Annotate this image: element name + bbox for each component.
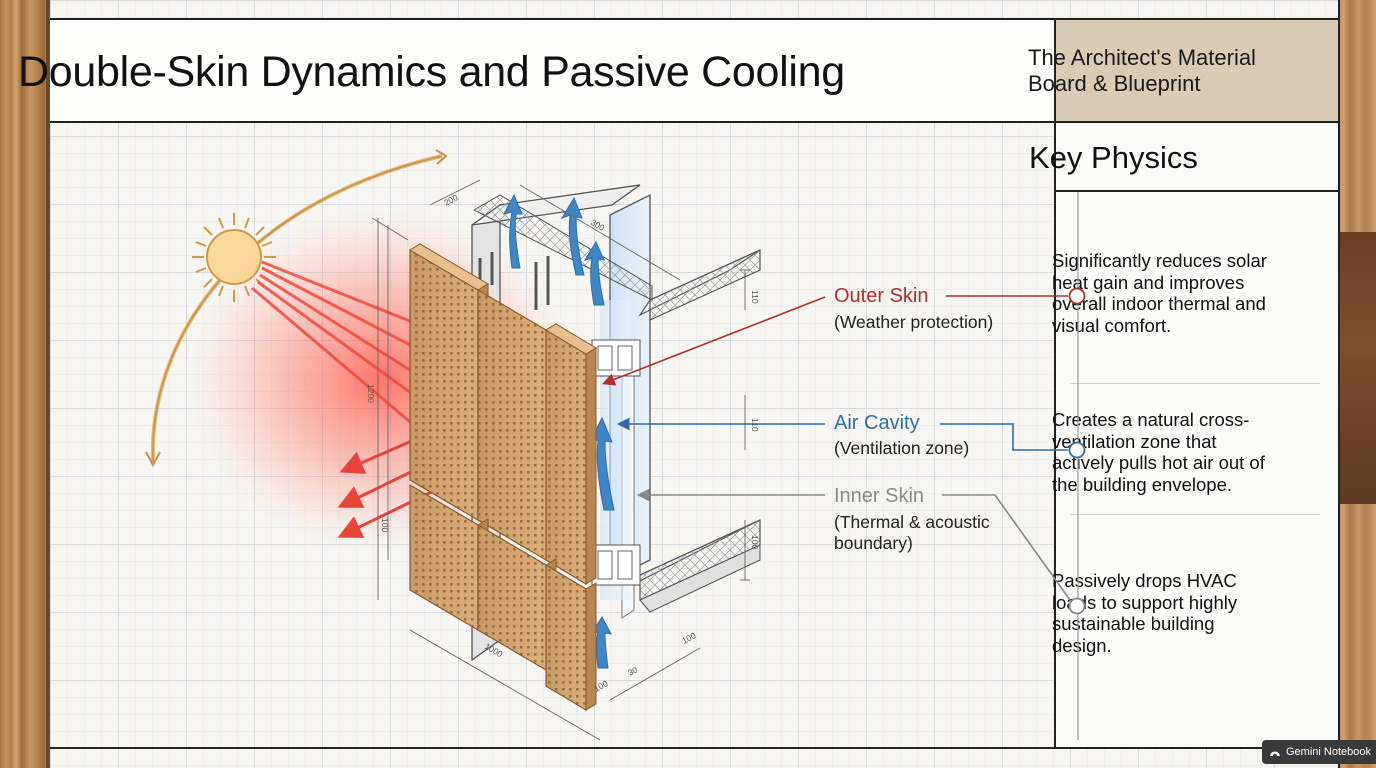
callout-sub-outer-skin: (Weather protection) [834,312,994,332]
callout-leader-cavity [616,417,1068,451]
watermark-text: Gemini Notebook [1286,746,1371,758]
wood-frame-right [1336,0,1376,768]
dimension-label: 30 [626,664,639,677]
key-physics-heading-panel [1055,123,1340,191]
brand-label: The Architect's Material Board & Bluepri… [1028,45,1256,96]
wood-frame-dark-inlay [1336,232,1376,504]
callout-label-air-cavity: Air Cavity [834,412,920,434]
dimension-lines [371,179,750,741]
callout-leader-outer [602,295,1068,386]
page-title: Double-Skin Dynamics and Passive Cooling [18,48,845,96]
dimension-label: 100 [680,630,697,646]
frame-line-heading-bottom [1054,190,1340,192]
brand-panel [1055,18,1340,122]
callout-node-icon [1068,287,1086,305]
callout-sub-air-cavity: (Ventilation zone) [834,438,970,458]
gemini-icon [1270,751,1280,756]
physics-point-ventilation: Creates a natural cross-ventilation zone… [1052,409,1265,495]
watermark-badge: Gemini Notebook [1262,740,1376,764]
callout-leader-inner [636,488,1071,601]
dimension-label: 110 [750,290,760,304]
sidebar-separator [1070,383,1320,384]
frame-line-right [1338,0,1340,768]
callout-sub-inner-skin: (Thermal & acoustic boundary) [834,512,990,553]
dimension-label: 100 [380,518,390,532]
callout-node-icon [1068,597,1086,615]
frame-line-title-bottom [50,121,1340,123]
physics-point-hvac: Passively drops HVAC loads to support hi… [1052,570,1238,656]
sidebar-separator [1070,514,1320,515]
dimension-label: 300 [589,217,607,233]
wood-frame-left [0,0,50,768]
callout-node-icon [1068,441,1086,459]
key-physics-heading: Key Physics [1029,140,1198,175]
airflow-arrow-icon [503,193,615,669]
dimension-label: 1200 [366,384,376,403]
title-panel [50,18,1054,122]
physics-point-solar: Significantly reduces solar heat gain an… [1052,250,1267,336]
outer-skin-panels [409,243,597,712]
frame-line-bottom [50,747,1340,749]
sidebar-panel [1055,192,1340,748]
dimension-label: 110 [750,418,760,432]
dimension-label: 200 [442,192,459,208]
frame-line-sidebar [1054,18,1056,748]
callout-label-outer-skin: Outer Skin [834,285,929,307]
dimension-label: 100 [750,535,760,549]
frame-line-top [50,18,1340,20]
callout-label-inner-skin: Inner Skin [834,485,925,507]
